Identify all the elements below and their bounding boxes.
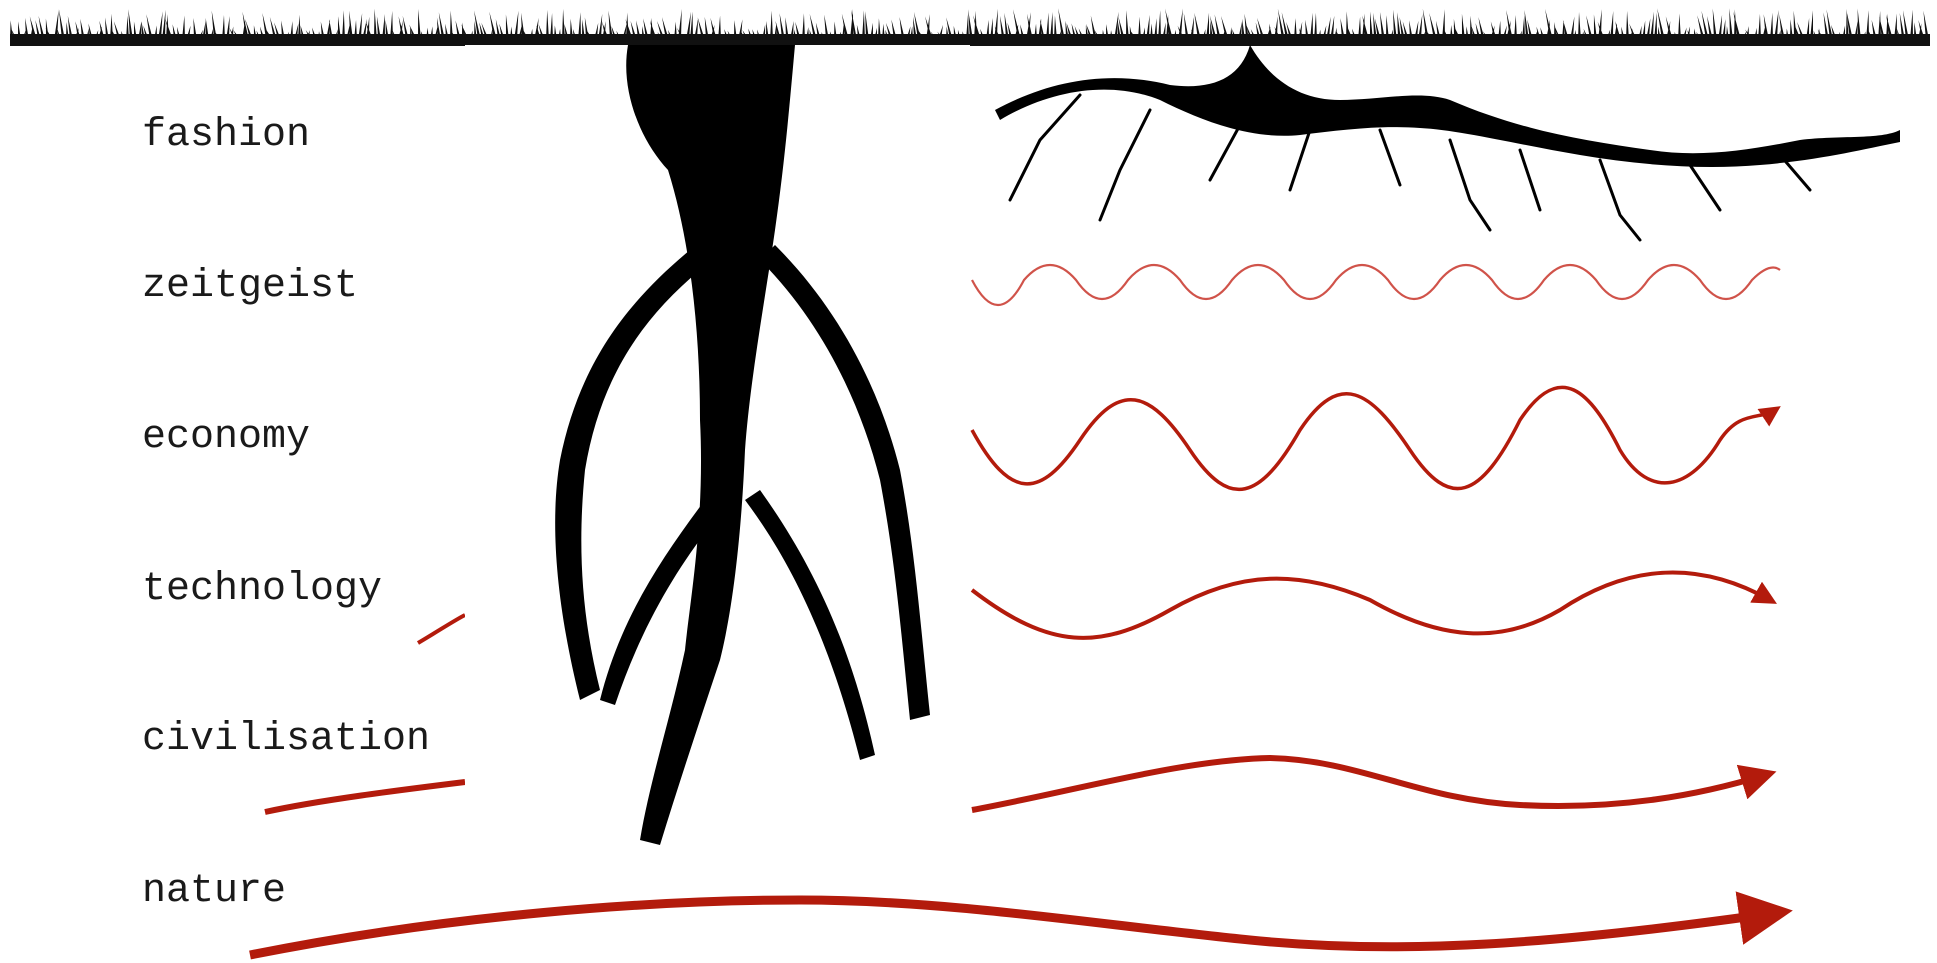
civilisation-wave [265, 782, 465, 812]
shallow-root-icon [995, 45, 1900, 240]
layer-label-technology: technology [142, 570, 382, 610]
layer-label-nature: nature [142, 872, 286, 912]
economy-wave [972, 387, 1775, 489]
technology-wave [972, 572, 1770, 637]
layer-label-civilisation: civilisation [142, 720, 430, 760]
taproot-icon [465, 45, 970, 885]
layer-label-fashion: fashion [142, 116, 310, 156]
layer-label-economy: economy [142, 418, 310, 458]
nature-wave [250, 900, 1775, 955]
technology-wave-left [418, 615, 465, 643]
civilisation-wave-right [972, 758, 1765, 810]
zeitgeist-wave [972, 265, 1780, 305]
grass-strip-icon [10, 8, 1930, 46]
layer-label-zeitgeist: zeitgeist [142, 267, 358, 307]
